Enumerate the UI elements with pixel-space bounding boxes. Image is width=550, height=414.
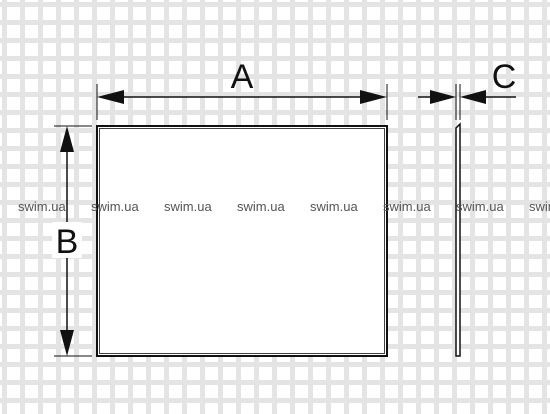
watermark-text: swim.ua bbox=[310, 199, 358, 214]
label-b-background bbox=[52, 222, 82, 258]
label-b: B bbox=[56, 223, 79, 261]
side-panel bbox=[455, 122, 461, 357]
arrow-a-left bbox=[97, 90, 124, 104]
watermark-text: swim.ua bbox=[18, 199, 66, 214]
arrow-b-bottom bbox=[60, 330, 74, 356]
watermark-text: swim.ua bbox=[456, 199, 504, 214]
arrow-c-left bbox=[430, 90, 456, 104]
watermark-text: swim.ua bbox=[383, 199, 431, 214]
watermark-text: swim.ua bbox=[529, 199, 550, 214]
watermark-text: swim.ua bbox=[237, 199, 285, 214]
arrow-c-right bbox=[460, 90, 486, 104]
label-c: C bbox=[492, 58, 517, 96]
dimension-c: C bbox=[418, 58, 516, 120]
arrow-a-right bbox=[360, 90, 387, 104]
front-panel bbox=[96, 125, 388, 357]
front-panel-inner-edge bbox=[99, 128, 385, 354]
watermark-text: swim.ua bbox=[91, 199, 139, 214]
label-a: A bbox=[231, 58, 254, 96]
watermark-text: swim.ua bbox=[164, 199, 212, 214]
dimension-a: A bbox=[96, 58, 388, 120]
arrow-b-top bbox=[60, 126, 74, 152]
watermark-row: swim.ua swim.ua swim.ua swim.ua swim.ua … bbox=[18, 199, 550, 214]
dimension-b: B bbox=[52, 125, 92, 357]
